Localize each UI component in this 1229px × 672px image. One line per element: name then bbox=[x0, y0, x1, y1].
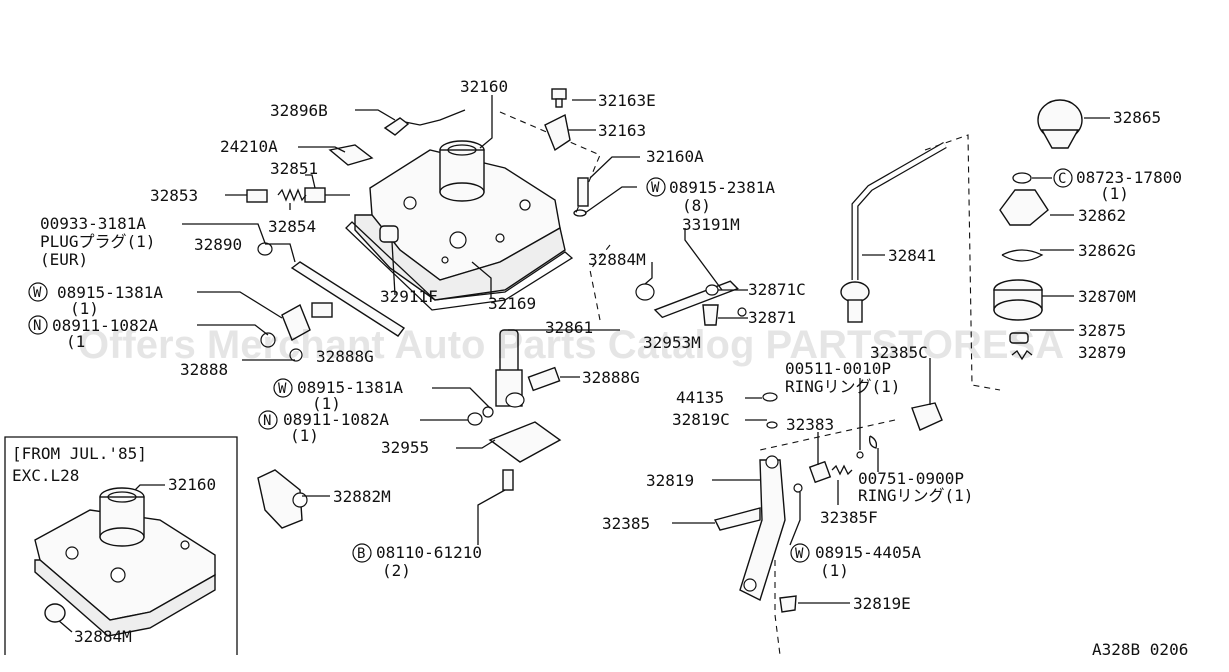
watermark: Offers Merchant Auto Parts Catalog PARTS… bbox=[78, 323, 1064, 367]
label-plug: PLUGプラグ(1) bbox=[40, 232, 155, 251]
inset-label-32884M: 32884M bbox=[74, 627, 132, 646]
label-32841: 32841 bbox=[888, 246, 936, 265]
label-32870M: 32870M bbox=[1078, 287, 1136, 306]
marker-c-letter: C bbox=[1058, 171, 1066, 187]
label-32911F: 32911F bbox=[380, 287, 438, 306]
label-32884M: 32884M bbox=[588, 250, 646, 269]
label-24210A: 24210A bbox=[220, 137, 278, 156]
label-32819C: 32819C bbox=[672, 410, 730, 429]
diagram-id: A328B 0206 bbox=[1092, 640, 1188, 659]
label-ring-1: RINGリング(1) bbox=[785, 377, 900, 396]
label-32169: 32169 bbox=[488, 294, 536, 313]
shift-rod-assembly bbox=[260, 261, 562, 491]
label-32385C: 32385C bbox=[870, 343, 928, 362]
label-32890: 32890 bbox=[194, 235, 242, 254]
marker-w-letter: W bbox=[651, 180, 660, 196]
label-32871C: 32871C bbox=[748, 280, 806, 299]
inset-panel bbox=[4, 436, 238, 655]
part-labels: 32160 32896B 32163E 32163 24210A 32160A … bbox=[12, 77, 1188, 659]
marker-n-2: N bbox=[258, 410, 278, 430]
label-32862G: 32862G bbox=[1078, 241, 1136, 260]
marker-b: B bbox=[352, 543, 372, 563]
label-32879: 32879 bbox=[1078, 343, 1126, 362]
label-44135: 44135 bbox=[676, 388, 724, 407]
label-08915-1381A-mid-qty: (1) bbox=[312, 394, 341, 413]
label-00511-0010P: 00511-0010P bbox=[785, 359, 891, 378]
label-ring-2: RINGリング(1) bbox=[858, 486, 973, 505]
label-08911-top-qty: (1 bbox=[66, 332, 85, 351]
marker-n-letter: N bbox=[263, 413, 271, 429]
label-32160: 32160 bbox=[460, 77, 508, 96]
label-00751-0900P: 00751-0900P bbox=[858, 469, 964, 488]
label-32955: 32955 bbox=[381, 438, 429, 457]
label-08723-17800: 08723-17800 bbox=[1076, 168, 1182, 187]
label-32385: 32385 bbox=[602, 514, 650, 533]
inset-title-line2: EXC.L28 bbox=[12, 466, 79, 485]
label-32851: 32851 bbox=[270, 159, 318, 178]
small-parts-top bbox=[246, 88, 589, 256]
label-32953M: 32953M bbox=[643, 333, 701, 352]
label-32383: 32383 bbox=[786, 415, 834, 434]
knob-stack bbox=[993, 99, 1083, 361]
marker-w-letter: W bbox=[33, 285, 42, 301]
label-32862: 32862 bbox=[1078, 206, 1126, 225]
label-08110-61210: 08110-61210 bbox=[376, 543, 482, 562]
marker-b-letter: B bbox=[357, 546, 365, 562]
label-32888G-right: 32888G bbox=[582, 368, 640, 387]
label-32163E: 32163E bbox=[598, 91, 656, 110]
label-32819: 32819 bbox=[646, 471, 694, 490]
label-00933-3181A: 00933-3181A bbox=[40, 214, 146, 233]
label-32865: 32865 bbox=[1113, 108, 1161, 127]
marker-w-letter: W bbox=[278, 381, 287, 397]
label-08915-2381A: 08915-2381A bbox=[669, 178, 775, 197]
label-32854: 32854 bbox=[268, 217, 316, 236]
marker-w-2: W bbox=[28, 282, 48, 302]
label-08915-1381A-top-qty: (1) bbox=[70, 299, 99, 318]
marker-c: C bbox=[1053, 168, 1073, 188]
inset-title-line1: [FROM JUL.'85] bbox=[12, 444, 147, 463]
label-08915-1381A-mid: 08915-1381A bbox=[297, 378, 403, 397]
label-32888: 32888 bbox=[180, 360, 228, 379]
label-08911-top: 08911-1082A bbox=[52, 316, 158, 335]
label-08911-mid-qty: (1) bbox=[290, 426, 319, 445]
label-08915-4405A: 08915-4405A bbox=[815, 543, 921, 562]
dashed-guides bbox=[499, 111, 1001, 656]
label-08911-mid: 08911-1082A bbox=[283, 410, 389, 429]
leader-lines bbox=[57, 95, 1110, 633]
shift-lever-32841 bbox=[840, 141, 947, 323]
shift-cover-assembly bbox=[345, 140, 574, 311]
label-32819E: 32819E bbox=[853, 594, 911, 613]
label-32163: 32163 bbox=[598, 121, 646, 140]
label-32853: 32853 bbox=[150, 186, 198, 205]
label-08110-qty: (2) bbox=[382, 561, 411, 580]
label-32871: 32871 bbox=[748, 308, 796, 327]
marker-w-1: W bbox=[646, 177, 666, 197]
label-32385F: 32385F bbox=[820, 508, 878, 527]
label-08915-2381A-qty: (8) bbox=[682, 196, 711, 215]
label-08915-1381A-top: 08915-1381A bbox=[57, 283, 163, 302]
label-eur: (EUR) bbox=[40, 250, 88, 269]
marker-w-3: W bbox=[273, 378, 293, 398]
bracket-32882M bbox=[257, 469, 308, 529]
marker-w-4: W bbox=[790, 543, 810, 563]
label-32861: 32861 bbox=[545, 318, 593, 337]
label-08915-4405A-qty: (1) bbox=[820, 561, 849, 580]
label-32896B: 32896B bbox=[270, 101, 328, 120]
label-08723-qty: (1) bbox=[1100, 184, 1129, 203]
label-32888G-left: 32888G bbox=[316, 347, 374, 366]
label-33191M: 33191M bbox=[682, 215, 740, 234]
label-32160A: 32160A bbox=[646, 147, 704, 166]
marker-n-letter: N bbox=[33, 318, 41, 334]
inset-label-32160: 32160 bbox=[168, 475, 216, 494]
shaft-33191M bbox=[635, 280, 747, 326]
marker-w-letter: W bbox=[795, 546, 804, 562]
label-32875: 32875 bbox=[1078, 321, 1126, 340]
label-32882M: 32882M bbox=[333, 487, 391, 506]
marker-n-1: N bbox=[28, 315, 48, 335]
linkage-32819 bbox=[713, 392, 943, 613]
